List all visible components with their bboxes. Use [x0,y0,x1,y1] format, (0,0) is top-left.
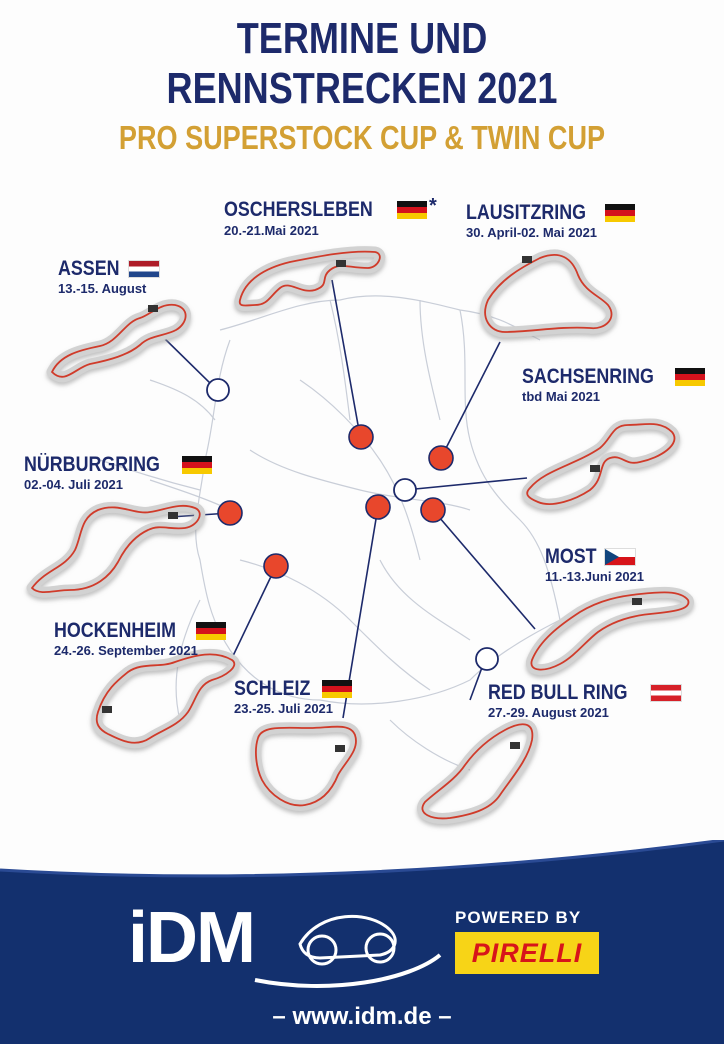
powered-by-label: POWERED BY [455,908,582,927]
nurburgring-track [26,500,206,598]
race-label-oschersleben: OSCHERSLEBEN * 20.-21.Mai 2021 [224,195,437,238]
netherlands-flag-icon [128,259,161,278]
race-date: 27.-29. August 2021 [488,705,609,720]
race-name: ASSEN [58,257,120,280]
race-label-schleiz: SCHLEIZ 23.-25. Juli 2021 [234,678,352,716]
race-note: * [429,195,437,217]
czech-flag-icon [603,547,636,566]
subtitle: PRO SUPERSTOCK CUP & TWIN CUP [118,119,606,156]
marker-hockenheim [263,553,289,579]
title-line-1: TERMINE UND [236,14,488,63]
race-name: RED BULL RING [488,681,628,704]
race-date: tbd Mai 2021 [522,389,601,404]
title-line-2: RENNSTRECKEN 2021 [166,64,558,113]
race-label-lausitzring: LAUSITZRING 30. April-02. Mai 2021 [466,201,636,240]
austria-flag-icon [650,683,683,702]
germany-flag-icon [605,203,636,222]
motorcycle-logo-icon [254,914,442,988]
sachsenring-track [521,418,680,510]
pirelli-logo: PIRELLI [455,932,599,974]
marker-nurburgring [217,500,243,526]
marker-oschersleben [348,424,374,450]
schleiz-track [250,721,362,811]
germany-flag-icon [321,679,352,698]
germany-flag-icon [195,621,226,640]
race-label-assen: ASSEN 13.-15. August [58,257,161,296]
germany-flag-icon [181,455,212,474]
marker-most [420,497,446,523]
race-date: 23.-25. Juli 2021 [234,701,334,716]
lausitzring-track [479,249,617,338]
venue-markers [206,378,499,671]
assen-track [46,299,192,383]
race-label-most: MOST 11.-13.Juni 2021 [545,545,645,585]
race-date: 30. April-02. Mai 2021 [466,225,598,240]
germany-flag-icon [397,200,428,219]
race-name: SACHSENRING [522,365,654,388]
marker-schleiz [365,494,391,520]
race-label-nurburgring: NÜRBURGRING 02.-04. Juli 2021 [24,454,212,492]
race-name: MOST [545,545,597,568]
marker-assen [206,378,230,402]
race-date: 02.-04. Juli 2021 [24,477,124,492]
hockenheim-track [91,648,240,749]
race-name: NÜRBURGRING [24,453,160,476]
footer-band [0,840,724,1044]
marker-red-bull-ring [475,647,499,671]
race-label-sachsenring: SACHSENRING tbd Mai 2021 [522,365,706,404]
race-name: HOCKENHEIM [54,619,176,642]
race-date: 11.-13.Juni 2021 [545,569,645,584]
race-tracks [26,246,694,824]
race-name: SCHLEIZ [234,677,311,700]
race-name: OSCHERSLEBEN [224,198,373,221]
race-label-red-bull-ring: RED BULL RING 27.-29. August 2021 [488,681,683,720]
oschersleben-track [234,246,386,312]
race-name: LAUSITZRING [466,201,586,224]
race-date: 20.-21.Mai 2021 [224,223,319,238]
marker-lausitzring [428,445,454,471]
most-track [525,586,694,675]
checkered-flag-icons [102,256,642,752]
race-date: 13.-15. August [58,281,147,296]
race-label-hockenheim: HOCKENHEIM 24.-26. September 2021 [54,620,226,658]
germany-flag-icon [675,367,706,386]
marker-sachsenring [393,478,417,502]
race-date: 24.-26. September 2021 [54,643,198,658]
website-link[interactable]: – www.idm.de – [272,1003,452,1030]
red-bull-ring-track [417,718,538,824]
idm-logo: iDM [128,898,256,978]
